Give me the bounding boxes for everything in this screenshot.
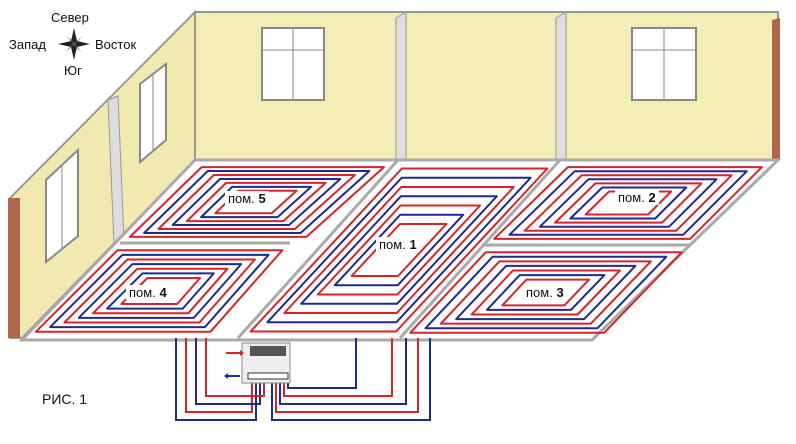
feed-pipe (279, 338, 407, 405)
pipe-loop (424, 255, 668, 330)
left-wall-end-brick (8, 198, 20, 338)
pipe-loop (143, 170, 371, 234)
pipe-loop (34, 249, 284, 333)
feed-pipe (283, 338, 393, 397)
pipe-loop (171, 178, 342, 226)
room-prefix: пом. (526, 285, 553, 300)
pipe-loop (106, 272, 215, 310)
pipe-loop (157, 174, 356, 230)
floor-divider (398, 158, 562, 340)
room-number: 4 (159, 285, 167, 300)
pipe-loop (128, 166, 385, 238)
room-label-2: пом. 2 (615, 190, 659, 205)
pipe-loop (300, 195, 498, 305)
pipe-loop (470, 269, 621, 316)
pipe-loop (485, 274, 606, 311)
feed-pipes (175, 338, 431, 421)
feed-pipe (271, 338, 431, 421)
windows (45, 27, 697, 265)
manifold (224, 342, 291, 384)
pipe-loop (508, 170, 748, 236)
pipe-loop (91, 267, 229, 315)
compass-north: Север (51, 10, 89, 25)
pipe-loop (49, 253, 270, 329)
feed-pipe (275, 338, 419, 413)
room-number: 1 (409, 237, 417, 252)
heating-loops (34, 166, 763, 334)
pipe-loop (63, 258, 256, 324)
pipe-loop (316, 204, 482, 296)
pipe-loop (538, 178, 718, 228)
window (139, 61, 167, 165)
pipe-loop (200, 185, 313, 219)
feed-pipe (195, 338, 261, 405)
window (631, 27, 697, 101)
pipe-loop (249, 167, 549, 333)
room-prefix: пом. (379, 237, 406, 252)
room-label-5: пом. 5 (225, 191, 269, 206)
pipe-loop (409, 251, 683, 334)
room-prefix: пом. (228, 191, 255, 206)
compass-west: Запад (9, 37, 46, 52)
floor-divider (236, 158, 400, 340)
compass-rose-icon (58, 28, 90, 60)
pipe-loop (554, 182, 703, 224)
feed-pipe (287, 338, 357, 389)
partition-wall (555, 11, 567, 166)
room-number: 3 (556, 285, 564, 300)
room-prefix: пом. (129, 285, 156, 300)
right-wall-end-brick (772, 18, 780, 160)
window (45, 147, 79, 265)
pipe-loop (77, 263, 243, 319)
partition-wall (395, 11, 407, 166)
pipe-loop (214, 189, 298, 215)
pipe-loop (439, 260, 652, 325)
pipe-loop (493, 166, 763, 240)
room-label-4: пом. 4 (126, 285, 170, 300)
room-label-1: пом. 1 (376, 237, 420, 252)
feed-pipe (205, 338, 265, 397)
figure-label: РИС. 1 (42, 391, 88, 407)
pipe-loop (350, 223, 448, 277)
room-number: 2 (648, 190, 656, 205)
compass-south: Юг (64, 63, 82, 78)
room-prefix: пом. (618, 190, 645, 205)
window (261, 27, 325, 101)
room-number: 5 (258, 191, 266, 206)
pipe-loop (185, 181, 327, 223)
pipe-loop (333, 213, 465, 287)
pipe-loop (523, 174, 733, 232)
room-label-3: пом. 3 (523, 285, 567, 300)
compass-east: Восток (95, 37, 137, 52)
pipe-loop (283, 186, 515, 314)
feed-pipe (175, 338, 257, 421)
pipe-loop (266, 176, 532, 324)
pipe-loop (455, 264, 637, 321)
pipe-loop (569, 186, 688, 220)
pipe-loop (501, 278, 591, 307)
